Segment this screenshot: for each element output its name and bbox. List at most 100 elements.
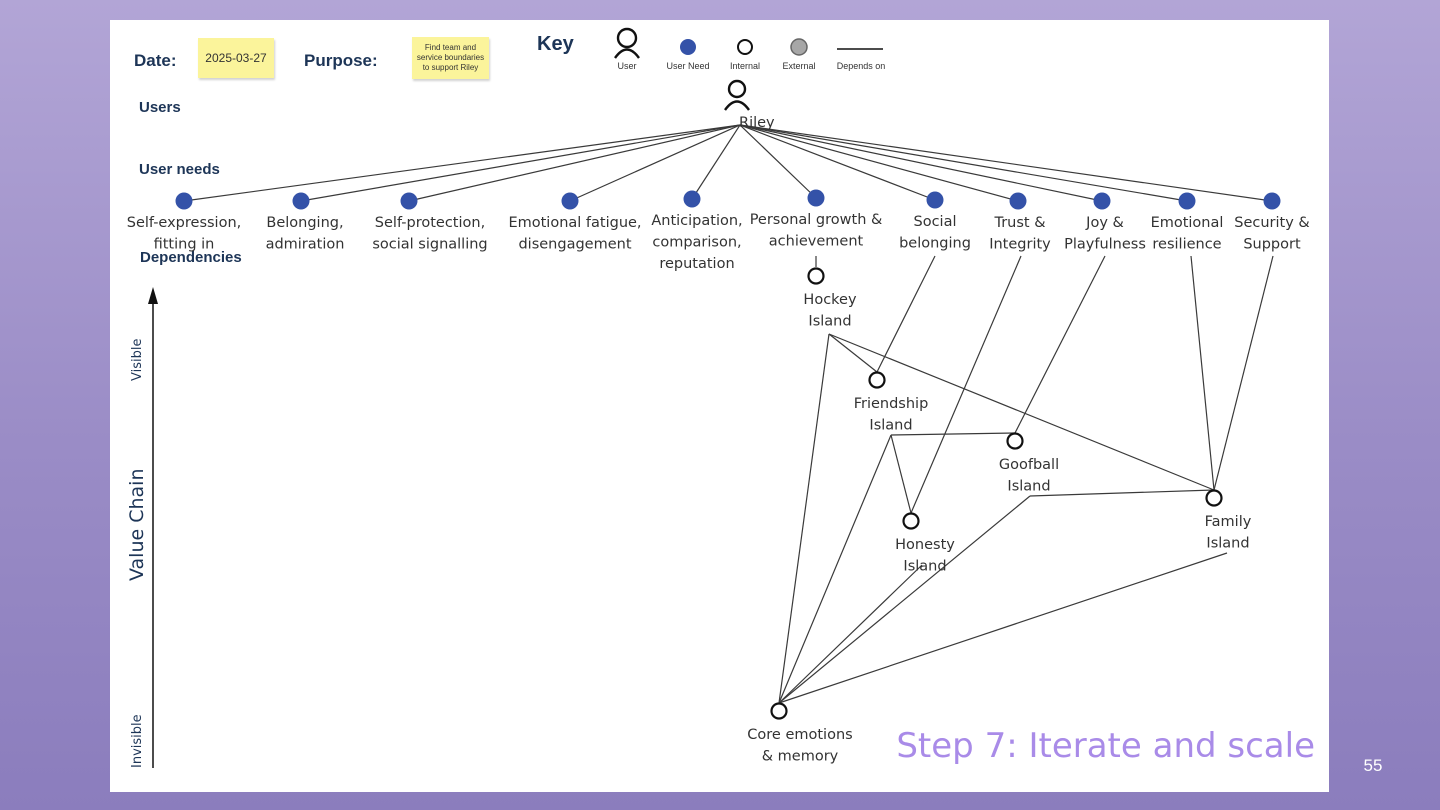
user-need-dot-n11 — [1263, 192, 1281, 210]
link-friendship-core — [778, 434, 892, 704]
link-hockey-family — [828, 333, 1215, 491]
user-need-dot-n2 — [292, 192, 310, 210]
user-need-dot-n3 — [400, 192, 418, 210]
component-dot-core — [770, 702, 788, 720]
user-need-label-n3-line-2: social signalling — [372, 237, 487, 253]
user-need-label-n10-line-2: resilience — [1152, 237, 1221, 253]
user-need-label-n4-line-2: disengagement — [518, 237, 631, 253]
date-sticky-note: 2025-03-27 — [198, 38, 274, 78]
value-chain-axis: Value Chain Visible Invisible — [126, 287, 158, 768]
link-hockey-friendship — [828, 333, 878, 373]
link-riley-n3 — [408, 124, 741, 202]
link-riley-n11 — [739, 124, 1273, 202]
map-nodes — [175, 79, 1281, 720]
dependency-links — [183, 124, 1274, 704]
user-need-dot-n6 — [807, 189, 825, 207]
date-label: Date: — [134, 51, 177, 70]
user-need-label-n6-line-2: achievement — [769, 234, 864, 250]
slide: Date: Purpose: Key User User Need Intern… — [110, 20, 1329, 792]
component-label-goofball-line-1: Goofball — [999, 457, 1059, 473]
component-label-friendship-line-1: Friendship — [854, 396, 929, 412]
component-dot-family — [1205, 489, 1223, 507]
component-label-honesty-line-2: Island — [903, 559, 946, 575]
component-dot-honesty — [902, 512, 920, 530]
link-n9-goofball — [1014, 255, 1106, 434]
purpose-sticky-note: Find team and service boundaries to supp… — [412, 37, 489, 79]
user-needs-row-label: User needs — [139, 161, 220, 178]
user-need-label-n10-line-1: Emotional — [1151, 215, 1224, 231]
axis-visible-label: Visible — [130, 339, 145, 381]
user-need-label-n7-line-1: Social — [914, 214, 957, 230]
link-riley-n7 — [739, 124, 936, 201]
user-need-label-n9-line-2: Playfulness — [1064, 237, 1146, 253]
link-hockey-core — [778, 333, 830, 704]
axis-invisible-label: Invisible — [130, 714, 145, 768]
link-goofball-core — [778, 495, 1031, 704]
link-n7-friendship — [876, 255, 936, 373]
key-depends-label: Depends on — [837, 61, 886, 71]
component-label-friendship-line-2: Island — [869, 418, 912, 434]
key-title: Key — [537, 33, 575, 55]
user-need-label-n1-line-2: fitting in — [154, 237, 215, 253]
user-need-label-n7-line-2: belonging — [899, 236, 971, 252]
component-label-hockey-line-1: Hockey — [803, 292, 857, 308]
key-external-label: External — [782, 61, 815, 71]
link-riley-n6 — [739, 124, 817, 199]
link-honesty-core — [778, 564, 923, 704]
user-need-label-n5-line-1: Anticipation, — [651, 213, 742, 229]
user-riley-label: Riley — [739, 115, 775, 131]
key-user-need-label: User Need — [666, 61, 709, 71]
user-need-dot-n10 — [1178, 192, 1196, 210]
user-need-dot-n5 — [683, 190, 701, 208]
link-family-core — [778, 552, 1228, 704]
user-need-label-n8-line-2: Integrity — [989, 237, 1051, 253]
key-user-label: User — [617, 61, 636, 71]
link-riley-n9 — [739, 124, 1103, 202]
key-legend: User User Need Internal External Depends… — [614, 27, 886, 71]
user-need-dot-n7 — [926, 191, 944, 209]
link-n8-honesty — [910, 255, 1022, 514]
link-friendship-goofball — [890, 432, 1016, 436]
component-dot-goofball — [1006, 432, 1024, 450]
link-riley-n8 — [739, 124, 1019, 202]
user-need-dot-n8 — [1009, 192, 1027, 210]
component-label-goofball-line-2: Island — [1007, 479, 1050, 495]
user-need-label-n3-line-1: Self-protection, — [375, 215, 485, 231]
link-riley-n1 — [183, 124, 741, 202]
user-riley-icon — [724, 79, 750, 111]
link-riley-n4 — [569, 124, 741, 202]
key-internal-label: Internal — [730, 61, 760, 71]
user-need-label-n11-line-1: Security & — [1234, 215, 1309, 231]
user-need-label-n6-line-1: Personal growth & — [750, 212, 883, 228]
key-user-icon — [614, 27, 640, 59]
wardley-map: Date: Purpose: Key User User Need Intern… — [126, 27, 1310, 768]
component-dot-friendship — [868, 371, 886, 389]
user-need-label-n2-line-1: Belonging, — [266, 215, 343, 231]
component-label-core-line-2: & memory — [762, 749, 839, 765]
key-external-dot — [790, 38, 808, 56]
key-internal-dot — [737, 39, 753, 55]
link-riley-n2 — [300, 124, 741, 202]
users-row-label: Users — [139, 99, 181, 116]
component-label-family-line-1: Family — [1205, 514, 1252, 530]
link-friendship-honesty — [890, 434, 912, 514]
user-need-dot-n4 — [561, 192, 579, 210]
user-need-label-n11-line-2: Support — [1243, 237, 1301, 253]
user-need-label-n5-line-2: comparison, — [652, 235, 741, 251]
component-label-family-line-2: Island — [1206, 536, 1249, 552]
user-need-dot-n9 — [1093, 192, 1111, 210]
link-riley-n5 — [691, 124, 741, 200]
axis-title: Value Chain — [126, 469, 148, 582]
key-user-need-dot — [680, 39, 696, 55]
user-need-dot-n1 — [175, 192, 193, 210]
link-riley-n10 — [739, 124, 1188, 202]
link-goofball-family — [1029, 489, 1215, 497]
link-n11-family — [1213, 255, 1274, 491]
user-need-label-n8-line-1: Trust & — [993, 215, 1045, 231]
user-need-label-n1-line-1: Self-expression, — [127, 215, 242, 231]
purpose-label: Purpose: — [304, 51, 378, 70]
component-label-honesty-line-1: Honesty — [895, 537, 955, 553]
axis-arrow-icon — [148, 287, 158, 304]
page-number: 55 — [1363, 756, 1383, 775]
